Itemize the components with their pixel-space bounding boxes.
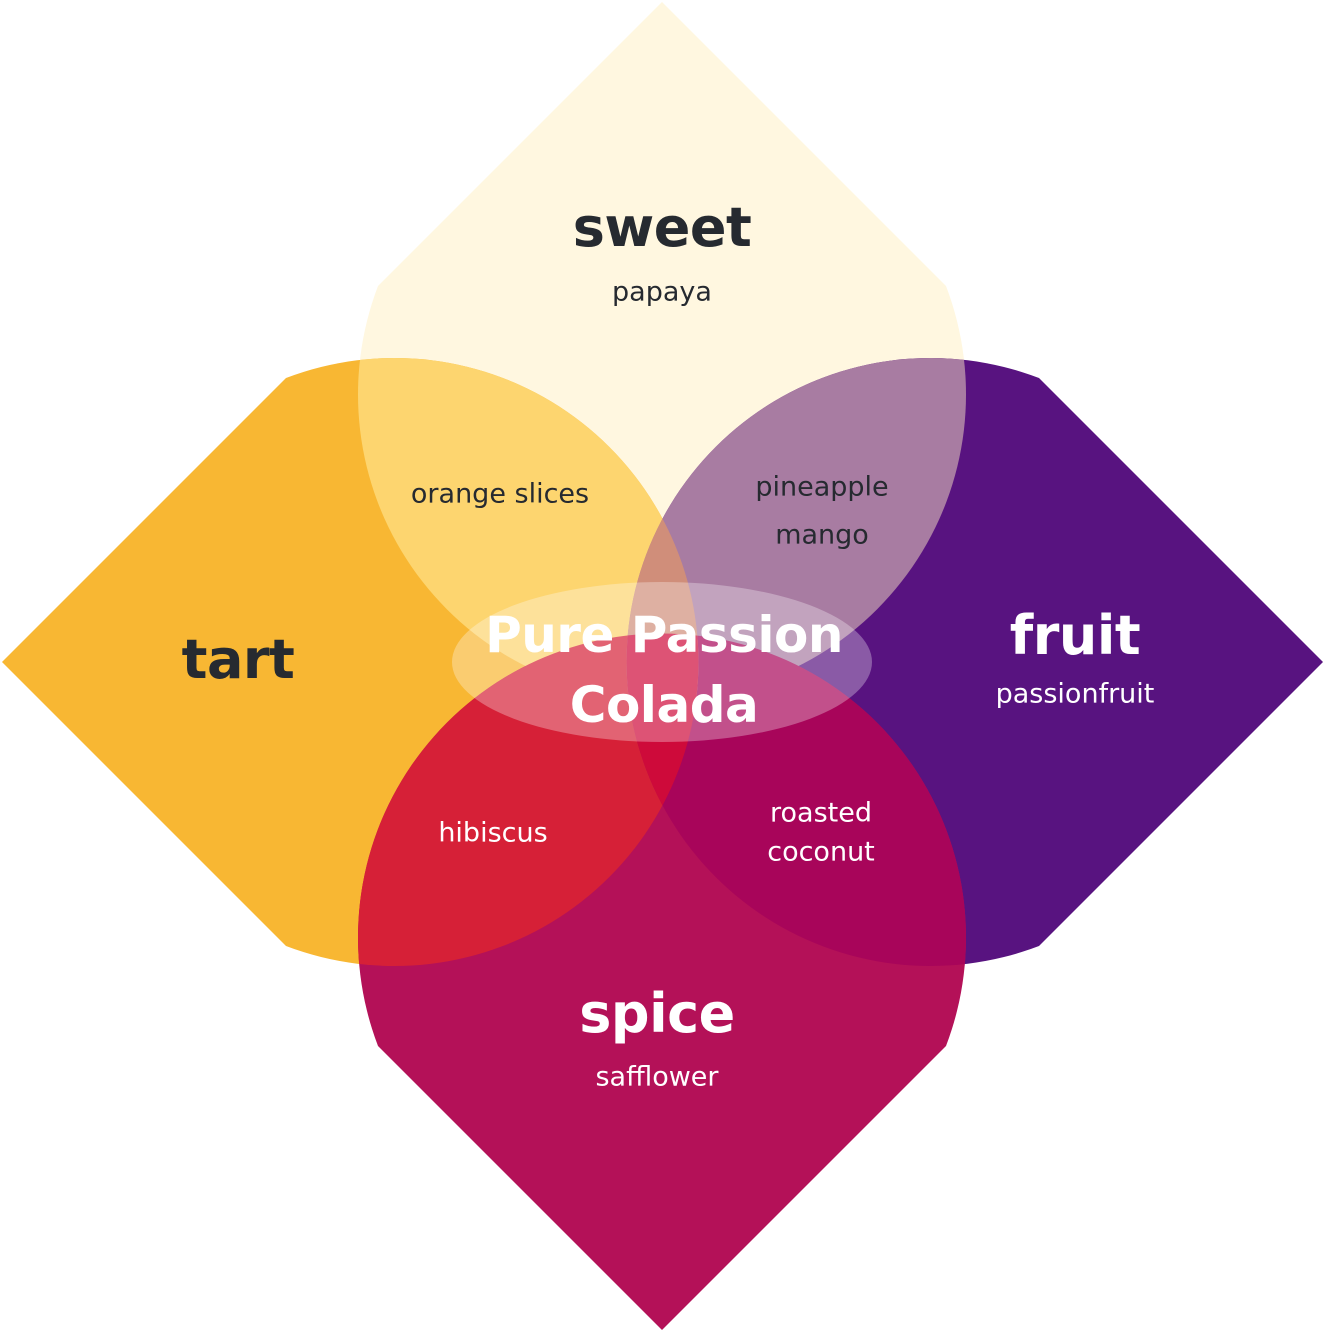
center-disc: [452, 582, 872, 742]
label-sweet: sweet: [572, 196, 752, 259]
label-tart: tart: [181, 628, 295, 691]
ingredient-fruit-spice-line2: coconut: [767, 836, 875, 868]
ingredient-fruit: passionfruit: [995, 678, 1155, 710]
ingredient-spice: safflower: [595, 1061, 719, 1093]
ingredient-sweet: papaya: [612, 276, 712, 308]
ingredient-fruit-spice-line1: roasted: [770, 797, 872, 829]
ingredient-sweet-tart: orange slices: [410, 478, 590, 510]
ingredient-tart-spice: hibiscus: [438, 817, 548, 849]
center-title: Pure Passion Colada: [485, 600, 843, 740]
ingredient-sweet-fruit-line2: mango: [775, 519, 869, 551]
center-title-line2: Colada: [569, 676, 759, 734]
center-title-line1: Pure Passion: [485, 606, 843, 664]
label-spice: spice: [579, 982, 735, 1045]
label-fruit: fruit: [1009, 604, 1141, 667]
ingredient-sweet-fruit-line1: pineapple: [755, 471, 889, 503]
